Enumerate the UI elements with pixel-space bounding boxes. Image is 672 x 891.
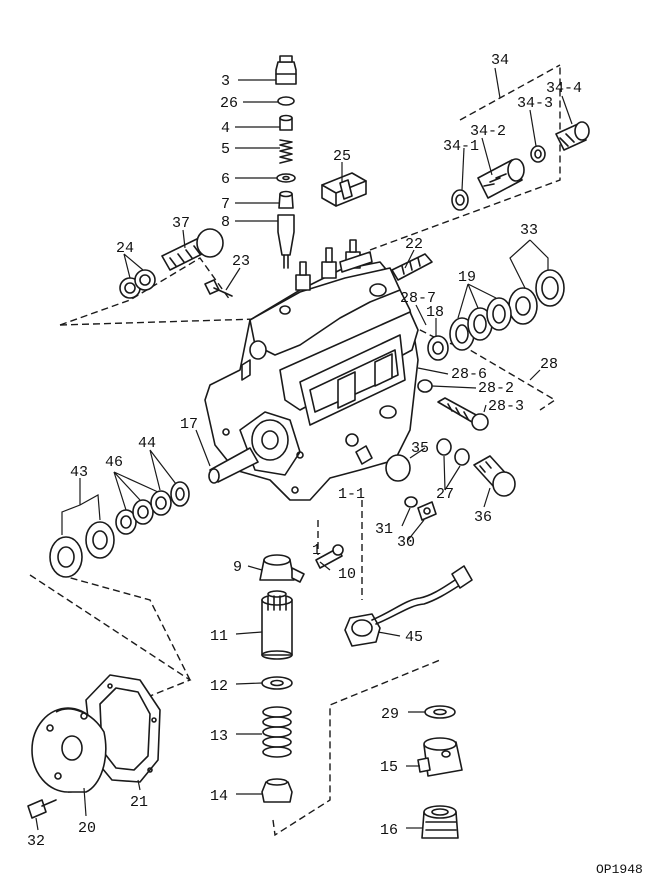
label-28-3: 28-3 xyxy=(488,398,524,415)
part-6-gasket xyxy=(276,173,296,183)
label-43: 43 xyxy=(70,464,88,481)
label-28-2: 28-2 xyxy=(478,380,514,397)
part-44-shim xyxy=(170,481,190,507)
part-24-washers xyxy=(119,269,156,299)
label-27: 27 xyxy=(436,486,454,503)
label-4: 4 xyxy=(221,120,230,137)
label-35: 35 xyxy=(411,440,429,457)
label-34-4: 34-4 xyxy=(546,80,582,97)
label-28-6: 28-6 xyxy=(451,366,487,383)
label-24: 24 xyxy=(116,240,134,257)
label-46: 46 xyxy=(105,454,123,471)
label-18: 18 xyxy=(426,304,444,321)
part-35-plug xyxy=(385,454,411,482)
part-12-washer xyxy=(261,676,293,690)
part-10-bolt xyxy=(315,544,344,569)
part-46-shims xyxy=(115,490,172,535)
label-34-1: 34-1 xyxy=(443,138,479,155)
part-43-gear xyxy=(49,521,115,578)
part-3-valve-holder xyxy=(275,55,297,85)
diagram-code: OP1948 xyxy=(596,862,643,877)
label-34: 34 xyxy=(491,52,509,69)
part-labels: 3 26 4 5 6 7 8 25 37 24 23 22 34 34-4 34… xyxy=(27,52,643,877)
label-21: 21 xyxy=(130,794,148,811)
part-19-shims xyxy=(449,297,512,351)
label-23: 23 xyxy=(232,253,250,270)
part-28-3-bolt xyxy=(437,397,489,431)
label-32: 32 xyxy=(27,833,45,850)
label-1-1: 1-1 xyxy=(338,486,365,503)
part-45-sensor xyxy=(344,565,473,647)
label-19: 19 xyxy=(458,269,476,286)
part-34-group xyxy=(451,121,590,211)
label-25: 25 xyxy=(333,148,351,165)
part-28-2-washer xyxy=(417,379,433,393)
part-26-oring xyxy=(277,96,295,106)
label-22: 22 xyxy=(405,236,423,253)
label-6: 6 xyxy=(221,171,230,188)
part-14-seat xyxy=(261,778,293,803)
label-34-2: 34-2 xyxy=(470,123,506,140)
part-23-screw xyxy=(204,279,233,297)
part-37-banjo-bolt xyxy=(161,228,224,271)
label-29: 29 xyxy=(381,706,399,723)
part-25-bracket xyxy=(321,172,367,207)
label-16: 16 xyxy=(380,822,398,839)
part-13-spring xyxy=(262,706,292,758)
label-3: 3 xyxy=(221,73,230,90)
part-5-spring xyxy=(279,139,293,164)
label-30: 30 xyxy=(397,534,415,551)
label-28: 28 xyxy=(540,356,558,373)
label-17: 17 xyxy=(180,416,198,433)
label-8: 8 xyxy=(221,214,230,231)
label-20: 20 xyxy=(78,820,96,837)
assembly-lines xyxy=(29,64,561,837)
part-11-sleeve xyxy=(261,590,293,660)
label-44: 44 xyxy=(138,435,156,452)
label-31: 31 xyxy=(375,521,393,538)
part-36-bolt xyxy=(473,455,516,497)
part-7-valve xyxy=(278,190,294,209)
part-16-guide xyxy=(421,805,459,839)
label-10: 10 xyxy=(338,566,356,583)
label-37: 37 xyxy=(172,215,190,232)
label-13: 13 xyxy=(210,728,228,745)
part-32-bolt xyxy=(27,799,57,819)
label-5: 5 xyxy=(221,141,230,158)
label-12: 12 xyxy=(210,678,228,695)
part-20-flange xyxy=(31,707,107,793)
label-7: 7 xyxy=(221,196,230,213)
label-34-3: 34-3 xyxy=(517,95,553,112)
label-33: 33 xyxy=(520,222,538,239)
leader-lines xyxy=(35,67,573,831)
label-28-7: 28-7 xyxy=(400,290,436,307)
label-9: 9 xyxy=(233,559,242,576)
label-26: 26 xyxy=(220,95,238,112)
part-18-shim xyxy=(427,335,449,361)
part-4-stopper xyxy=(279,114,293,131)
part-29-washer xyxy=(424,705,456,719)
pump-body xyxy=(204,239,419,501)
label-36: 36 xyxy=(474,509,492,526)
part-22-lever xyxy=(391,253,433,281)
part-27-washers xyxy=(436,438,470,466)
label-15: 15 xyxy=(380,759,398,776)
part-8-valve-seat xyxy=(277,214,295,269)
label-14: 14 xyxy=(210,788,228,805)
label-45: 45 xyxy=(405,629,423,646)
part-31-30-fittings xyxy=(404,496,437,521)
label-11: 11 xyxy=(210,628,228,645)
label-1: 1 xyxy=(312,542,321,559)
part-9-ring xyxy=(259,554,305,583)
part-33-gear xyxy=(508,269,565,325)
part-15-control-sleeve xyxy=(417,737,463,777)
